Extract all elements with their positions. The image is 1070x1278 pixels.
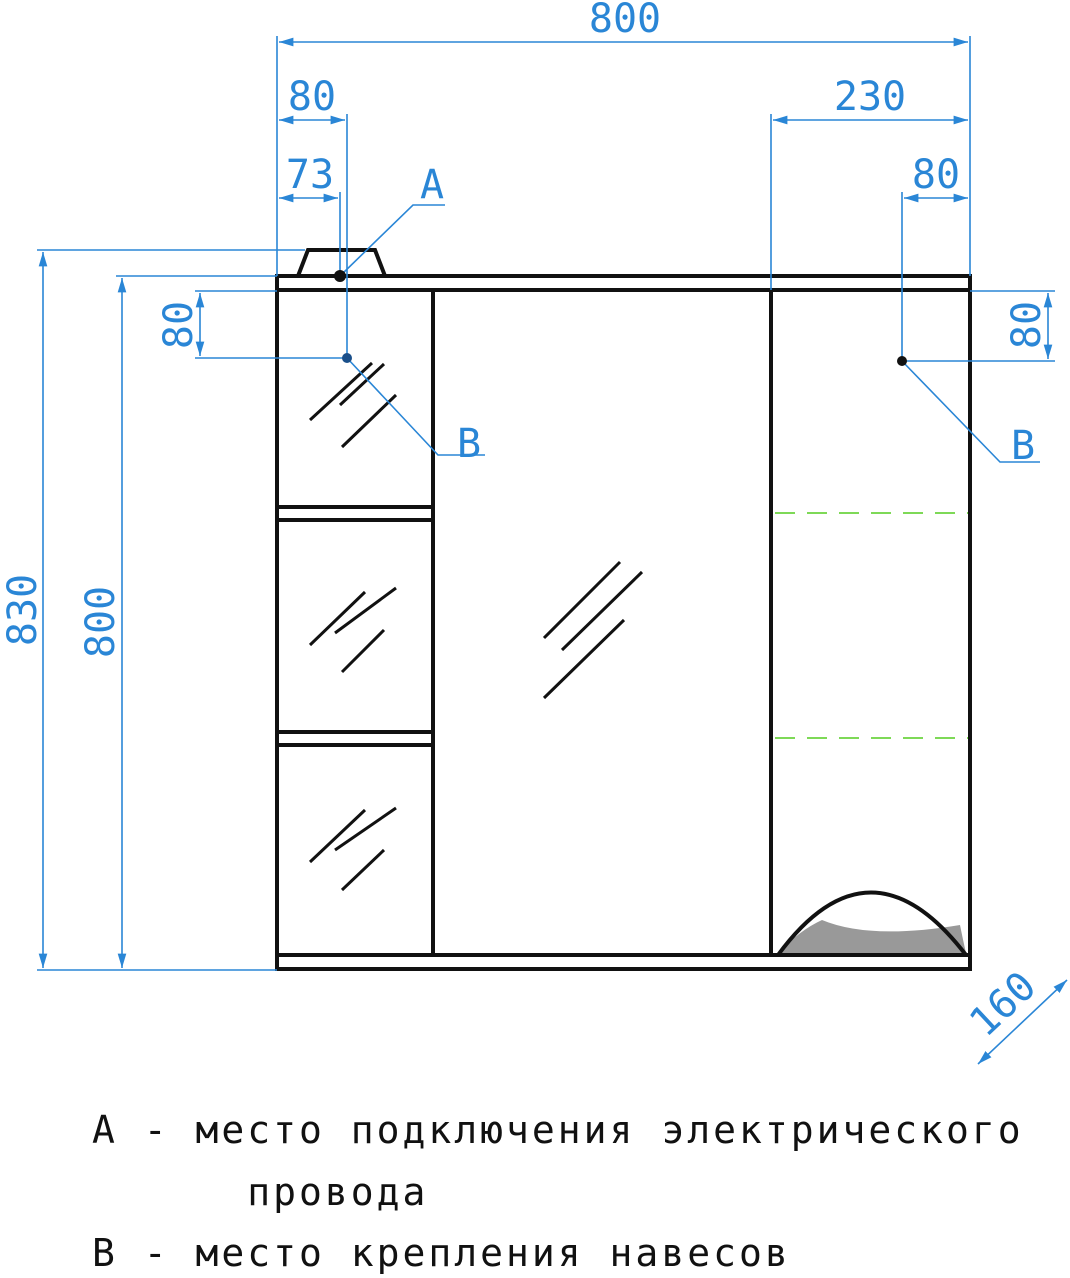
- label-a: A: [420, 162, 444, 208]
- legend-b: В - место крепления навесов: [92, 1231, 791, 1275]
- shelf: [275, 505, 435, 522]
- lamp: [296, 248, 387, 277]
- dim-depth-160: 160: [961, 963, 1045, 1046]
- dimension-lines: [37, 36, 1068, 1065]
- dim-800-height: 800: [78, 586, 124, 658]
- dim-230: 230: [834, 74, 906, 120]
- dim-total-width: 800: [589, 0, 661, 42]
- cabinet-outline: [275, 248, 972, 971]
- label-b-right: B: [1011, 423, 1035, 469]
- arch-shadow: [778, 920, 966, 953]
- dim-left-73: 73: [286, 152, 334, 198]
- dim-830: 830: [0, 574, 46, 646]
- mount-point-b-right: [897, 356, 907, 366]
- label-b-left: B: [457, 421, 481, 467]
- mount-point-b-left: [342, 353, 352, 363]
- arch: [776, 890, 968, 957]
- dim-right-80: 80: [912, 152, 960, 198]
- dim-left-vertical-80: 80: [156, 301, 202, 349]
- legend-a-cont: провода: [92, 1170, 429, 1214]
- legend-a: А - место подключения электрического: [92, 1108, 1024, 1152]
- dim-right-vertical-80: 80: [1004, 301, 1050, 349]
- dim-left-80: 80: [288, 74, 336, 120]
- shelf: [275, 730, 435, 747]
- connection-point-a: [334, 270, 346, 282]
